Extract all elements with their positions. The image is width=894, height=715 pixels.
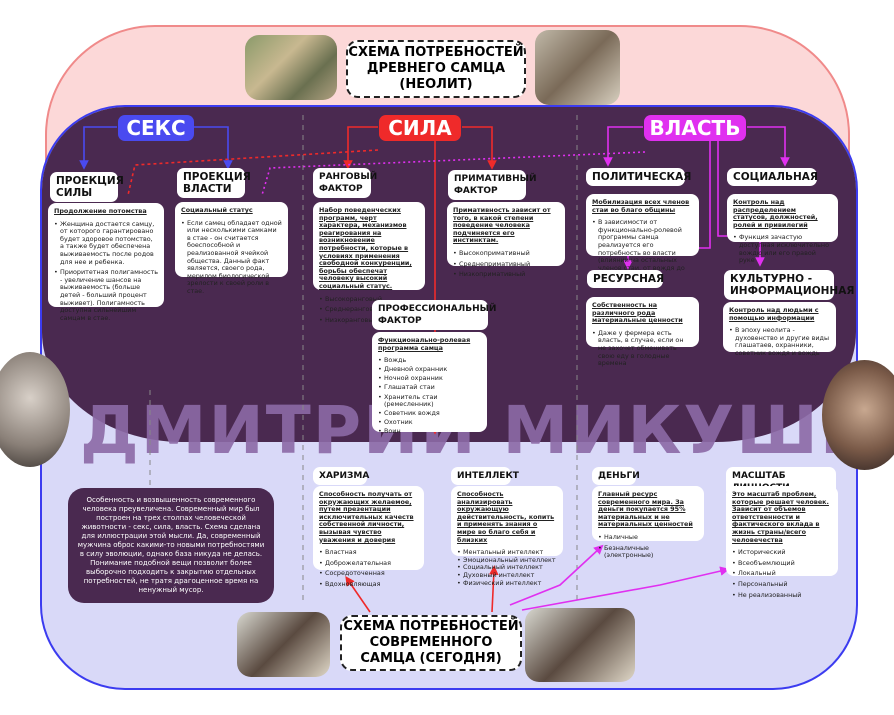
list-item: Физический интеллект <box>457 579 557 588</box>
list-item: Приоритетная полигамность - увеличение ш… <box>54 268 158 322</box>
list-item: Не реализованный <box>732 591 832 600</box>
list-item: Эмоциональный интеллект <box>457 556 557 565</box>
card-lead: Примативность зависит от того, в какой с… <box>453 206 551 245</box>
list-item: Вождь <box>378 357 481 365</box>
list-item: Воин <box>378 428 481 436</box>
cultural-card: Контроль над людьми с помощью информации… <box>723 302 836 357</box>
list-item: В эпоху неолита - духовенство и другие в… <box>729 326 830 357</box>
pillar-sex: СЕКС <box>118 115 194 141</box>
list-item: Исторический <box>732 549 832 557</box>
list-item: Женщина достается самцу, от которого гар… <box>54 220 158 267</box>
neolithic-hunters-image <box>535 30 620 105</box>
list-item: Даже у фермера есть власть, в случае, ес… <box>592 329 693 368</box>
list-item: Хранитель стаи (ремесленник) <box>378 393 481 409</box>
rank-card: Набор поведенческих программ, черт харак… <box>313 202 425 324</box>
neolithic-tribe-image <box>245 35 337 100</box>
list-item: Сосредоточенная <box>319 570 418 578</box>
list-item: Вдохновляющая <box>319 580 418 589</box>
money-heading: ДЕНЬГИ <box>592 467 640 485</box>
intellect-heading: ИНТЕЛЛЕКТ <box>451 467 519 485</box>
social-card: Контроль над распределением статусов, до… <box>727 194 838 264</box>
list-item: Среднеранговый <box>319 306 419 314</box>
list-item: Низкоранговый <box>319 316 419 325</box>
ancient-schema-title: СХЕМА ПОТРЕБНОСТЕЙ ДРЕВНЕГО САМЦА (НЕОЛИ… <box>346 40 526 98</box>
list-item: Безналичные (электронные) <box>598 544 698 560</box>
list-item: Если самец обладает одной или нескольким… <box>181 219 282 296</box>
intellect-card: Способность анализировать окружающую дей… <box>451 486 563 587</box>
primative-heading: ПРИМАТИВНЫЙ ФАКТОР <box>448 170 537 200</box>
list-item: Социальный интеллект <box>457 564 557 572</box>
list-item: Доброжелательная <box>319 559 418 568</box>
author-watermark: ДМИТРИЙ МИКУШИН <box>80 392 894 469</box>
conclusion-note: Особенность и возвышенность современного… <box>68 488 274 603</box>
proj-force-card: Продолжение потомстваЖенщина достается с… <box>48 203 164 322</box>
card-lead: Функционально-ролевая программа самца <box>378 336 471 352</box>
office-team-image <box>237 612 330 677</box>
resource-card: Собственность на различного рода материа… <box>586 297 699 367</box>
conclusion-text: Особенность и возвышенность современного… <box>77 496 265 594</box>
card-lead: Главный ресурс современного мира. За ден… <box>598 490 693 529</box>
modern-man-image <box>525 608 635 682</box>
card-lead: Продолжение потомства <box>54 207 147 215</box>
social-heading: СОЦИАЛЬНАЯ <box>727 168 818 186</box>
card-lead: Контроль над распределением статусов, до… <box>733 198 818 229</box>
list-item: Ментальный интеллект <box>457 549 557 557</box>
proj-power-heading: ПРОЕКЦИЯ ВЛАСТИ <box>177 168 251 198</box>
list-item: Властная <box>319 549 418 557</box>
primative-card: Примативность зависит от того, в какой с… <box>447 202 565 278</box>
resource-heading: РЕСУРСНАЯ <box>587 270 664 288</box>
list-item: Охотник <box>378 419 481 427</box>
card-lead: Набор поведенческих программ, черт харак… <box>319 206 412 290</box>
proj-force-heading: ПРОЕКЦИЯ СИЛЫ <box>50 172 124 202</box>
list-item: Наличные <box>598 533 698 542</box>
professional-heading: ПРОФЕССИОНАЛЬНЫЙ ФАКТОР <box>372 300 496 330</box>
card-lead: Способность анализировать окружающую дей… <box>457 490 555 544</box>
money-card: Главный ресурс современного мира. За ден… <box>592 486 704 559</box>
card-lead: Собственность на различного рода материа… <box>592 301 683 325</box>
list-item: Всеобъемлющий <box>732 559 832 568</box>
rank-heading: РАНГОВЫЙ ФАКТОР <box>313 168 377 198</box>
list-item: Высокопримативный <box>453 249 559 258</box>
list-item: Ночной охранник <box>378 375 481 383</box>
list-item: Глашатай стаи <box>378 384 481 392</box>
list-item: Низкопримативный <box>453 271 559 279</box>
political-heading: ПОЛИТИЧЕСКАЯ <box>586 168 691 186</box>
list-item: Высокоранговый <box>319 295 419 304</box>
ape-face-image <box>0 352 70 467</box>
cultural-heading: КУЛЬТУРНО - ИНФОРМАЦИОННАЯ <box>724 270 854 300</box>
card-lead: Мобилизация всех членов стаи во благо об… <box>592 198 690 214</box>
pillar-power: ВЛАСТЬ <box>644 115 746 141</box>
list-item: Персональный <box>732 580 832 589</box>
proj-power-card: Социальный статусЕсли самец обладает одн… <box>175 202 288 295</box>
man-face-image <box>822 360 894 470</box>
list-item: Среднепримативный <box>453 260 559 269</box>
card-lead: Социальный статус <box>181 206 253 214</box>
list-item: Функция зачастую доступная исключительно… <box>733 234 832 264</box>
list-item: Советник вождя <box>378 410 481 418</box>
list-item: Локальный <box>732 570 832 578</box>
list-item: Дневной охранник <box>378 366 481 374</box>
political-card: Мобилизация всех членов стаи во благо об… <box>586 194 699 279</box>
modern-schema-title: СХЕМА ПОТРЕБНОСТЕЙ СОВРЕМЕННОГО САМЦА (С… <box>340 615 522 671</box>
card-lead: Это масштаб проблем, которые решает чело… <box>732 490 829 544</box>
list-item: Духовный интеллект <box>457 571 557 580</box>
charisma-card: Способность получать от окружающих желае… <box>313 486 424 588</box>
charisma-heading: ХАРИЗМА <box>313 467 369 485</box>
card-lead: Способность получать от окружающих желае… <box>319 490 414 544</box>
card-lead: Контроль над людьми с помощью информации <box>729 306 819 322</box>
pillar-force: СИЛА <box>379 115 461 141</box>
scale-card: Это масштаб проблем, которые решает чело… <box>726 486 838 599</box>
professional-card: Функционально-ролевая программа самцаВож… <box>372 332 487 436</box>
